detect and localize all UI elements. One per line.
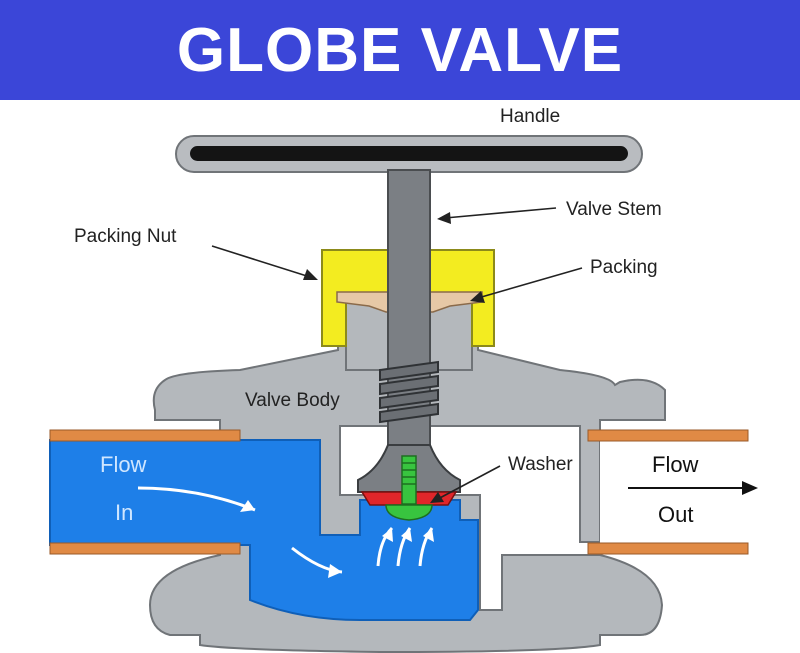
- globe-valve-diagram: Handle: [49, 106, 758, 653]
- washer-screw-head: [385, 504, 433, 521]
- outlet-pipe-bottom: [587, 542, 749, 555]
- flow-in-label-bottom: In: [115, 500, 133, 525]
- screw-threads: [402, 462, 416, 485]
- diagram-title: GLOBE VALVE: [176, 15, 624, 85]
- title-banner: GLOBE VALVE: [0, 0, 800, 100]
- valve-body-label: Valve Body: [245, 390, 340, 411]
- flow-out-arrowhead: [742, 481, 758, 495]
- valve-stem-label: Valve Stem: [566, 199, 662, 220]
- inlet-pipe-top: [49, 429, 241, 442]
- stem-threads: [379, 360, 439, 424]
- flow-in-label-top: Flow: [100, 452, 147, 477]
- callout-arrowheads: [303, 212, 485, 503]
- packing-label: Packing: [590, 257, 658, 278]
- flow-out-label-bottom: Out: [658, 502, 693, 527]
- flow-arrowheads: [240, 500, 434, 578]
- inlet-pipe-bottom: [49, 542, 241, 555]
- callout-lines: [211, 207, 583, 501]
- handle-bar: [190, 146, 628, 161]
- flow-out-label-top: Flow: [652, 452, 699, 477]
- handle-label: Handle: [500, 106, 560, 127]
- washer-label: Washer: [508, 454, 573, 475]
- outlet-pipe-interior: [600, 440, 750, 545]
- packing-nut-label: Packing Nut: [74, 226, 177, 247]
- outlet-pipe-top: [587, 429, 749, 442]
- washer-screw-shaft: [401, 455, 417, 505]
